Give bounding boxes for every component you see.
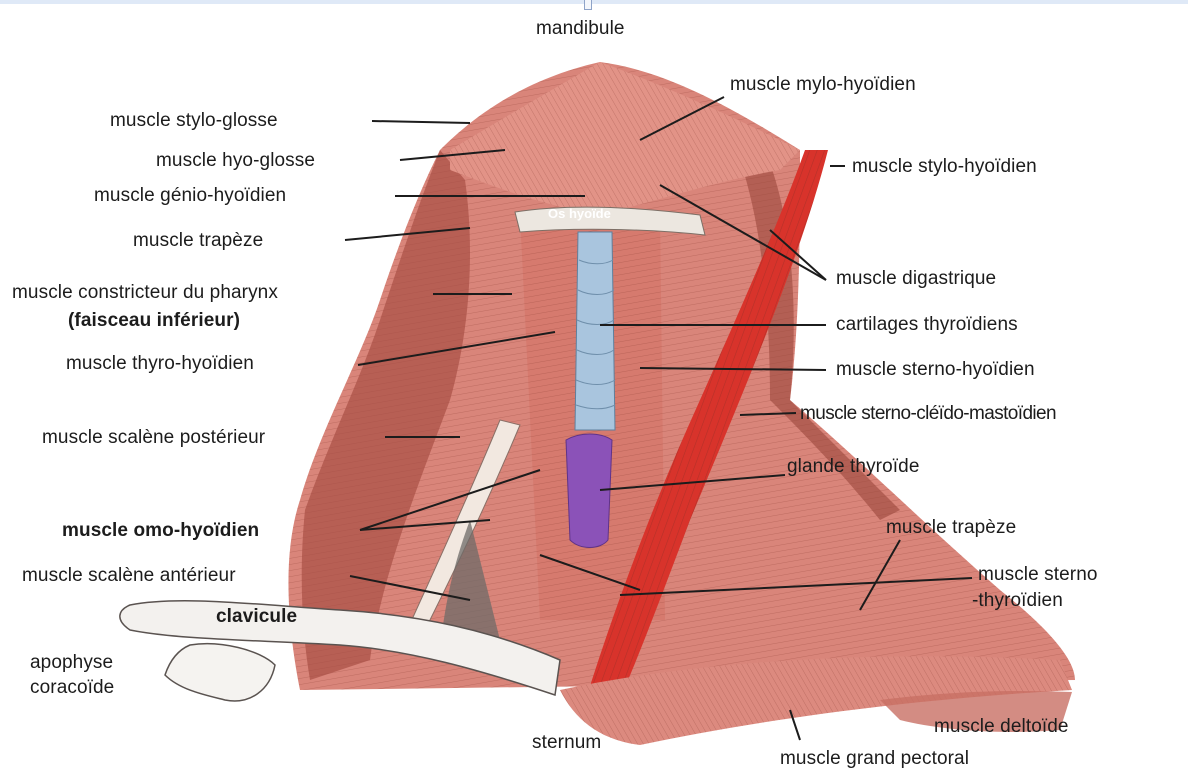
label-constricteur-line2: (faisceau inférieur)	[68, 310, 240, 332]
label-cartilages-thyroidiens: cartilages thyroïdiens	[836, 314, 1018, 336]
label-genio-hyoidien: muscle génio-hyoïdien	[94, 185, 286, 207]
label-stylo-hyoidien: muscle stylo-hyoïdien	[852, 156, 1037, 178]
label-sterno-cleido-mastoidien: muscle sterno-cléïdo-mastoïdien	[800, 403, 1056, 425]
label-deltoide: muscle deltoïde	[934, 716, 1069, 738]
label-stylo-glosse: muscle stylo-glosse	[110, 110, 278, 132]
label-constricteur-line1: muscle constricteur du pharynx	[12, 282, 278, 304]
label-sterno-thyroidien-line1: muscle sterno	[978, 564, 1098, 586]
label-sternum: sternum	[532, 732, 601, 754]
coracoid-process	[165, 644, 275, 701]
label-trapeze-right: muscle trapèze	[886, 517, 1016, 539]
label-omo-hyoidien: muscle omo-hyoïdien	[62, 520, 259, 542]
label-thyro-hyoidien: muscle thyro-hyoïdien	[66, 353, 254, 375]
label-mylo-hyoidien: muscle mylo-hyoïdien	[730, 74, 916, 96]
thyroid-gland	[566, 434, 612, 548]
label-sterno-thyroidien-line2: -thyroïdien	[972, 590, 1063, 612]
label-apophyse-line1: apophyse	[30, 652, 113, 674]
label-scalene-posterieur: muscle scalène postérieur	[42, 427, 265, 449]
label-os-hyoide: Os hyoïde	[548, 206, 611, 221]
label-hyo-glosse: muscle hyo-glosse	[156, 150, 315, 172]
label-mandibule: mandibule	[536, 18, 625, 40]
label-scalene-anterieur: muscle scalène antérieur	[22, 565, 236, 587]
label-apophyse-line2: coracoïde	[30, 677, 114, 699]
label-sterno-hyoidien: muscle sterno-hyoïdien	[836, 359, 1035, 381]
label-digastrique: muscle digastrique	[836, 268, 996, 290]
label-trapeze-left: muscle trapèze	[133, 230, 263, 252]
label-clavicule: clavicule	[216, 606, 297, 628]
label-grand-pectoral: muscle grand pectoral	[780, 748, 969, 770]
label-glande-thyroide: glande thyroïde	[787, 456, 920, 478]
